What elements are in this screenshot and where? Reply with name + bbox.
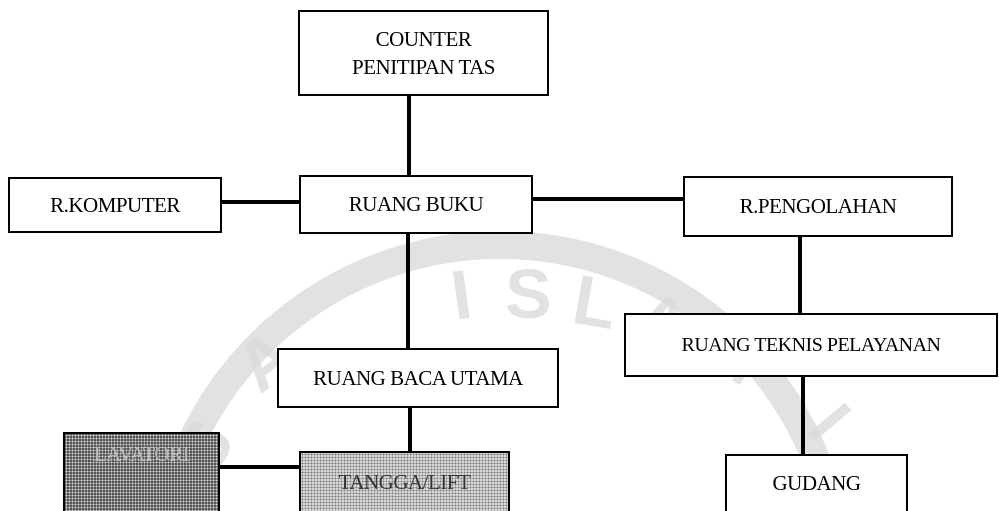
watermark-letter: S <box>505 255 552 333</box>
ruang-baca-utama-label: RUANG BACA UTAMA <box>313 365 523 390</box>
ruang-teknis-pelayanan-box: RUANG TEKNIS PELAYANAN <box>624 313 998 377</box>
partial-room-box: LAVATORI <box>63 432 220 511</box>
ruang-teknis-pelayanan-label: RUANG TEKNIS PELAYANAN <box>681 333 941 356</box>
gudang-label: GUDANG <box>772 471 862 496</box>
tangga-lift-box: TANGGA/LIFT <box>299 451 510 511</box>
ruang-buku-label: RUANG BUKU <box>348 192 484 217</box>
counter-penitipan-tas-label: COUNTER PENITIPAN TAS <box>352 25 495 82</box>
partial-room-label: LAVATORI <box>93 442 190 466</box>
r-komputer-label: R.KOMPUTER <box>50 192 180 217</box>
ruang-baca-utama-box: RUANG BACA UTAMA <box>277 348 559 408</box>
r-pengolahan-box: R.PENGOLAHAN <box>683 176 953 237</box>
counter-penitipan-tas-box: COUNTER PENITIPAN TAS <box>298 10 549 96</box>
counter-line-1: COUNTER <box>375 26 472 51</box>
r-komputer-box: R.KOMPUTER <box>8 177 222 233</box>
ruang-buku-box: RUANG BUKU <box>299 175 533 234</box>
tangga-lift-label: TANGGA/LIFT <box>338 469 471 494</box>
gudang-box: GUDANG <box>725 454 908 511</box>
r-pengolahan-label: R.PENGOLAHAN <box>739 194 897 219</box>
counter-line-2: PENITIPAN TAS <box>352 55 495 79</box>
